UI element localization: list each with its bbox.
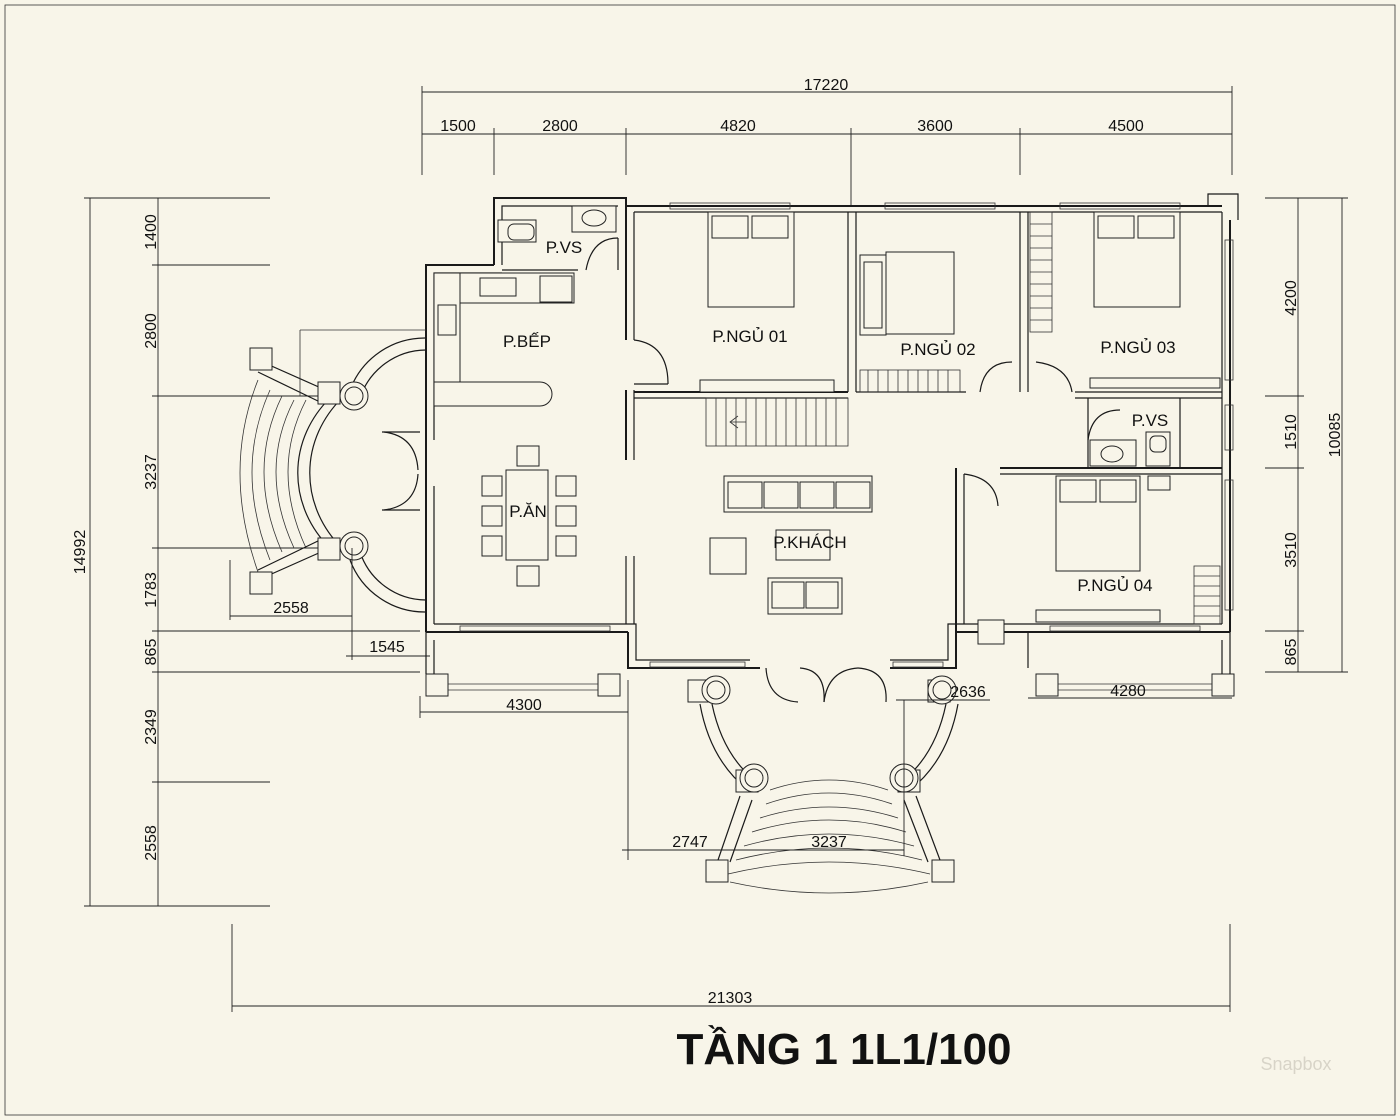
dim-top-5: 4500 — [1108, 118, 1144, 135]
watermark: Snapbox — [1260, 1054, 1331, 1074]
left-dimensions — [84, 197, 420, 907]
dim-front-stair-left: 2747 — [672, 834, 708, 851]
dim-porch-right: 4280 — [1110, 683, 1146, 700]
room-label-living: P.KHÁCH — [773, 533, 846, 552]
bed-02 — [859, 251, 955, 336]
dim-right-3: 3510 — [1283, 532, 1300, 568]
top-dimensions — [421, 86, 1233, 205]
room-label-bedroom-01: P.NGỦ 01 — [712, 327, 787, 346]
bottom-dimensions — [231, 924, 1231, 1012]
dim-right-4: 865 — [1283, 639, 1300, 666]
right-dimensions — [1265, 197, 1348, 673]
kitchen-fixtures — [433, 272, 575, 407]
room-label-wc-top: P.VS — [546, 238, 583, 257]
dim-top-1: 1500 — [440, 118, 476, 135]
dim-left-6: 2349 — [143, 709, 160, 745]
dim-left-5: 865 — [143, 639, 160, 666]
dim-left-4: 1783 — [143, 572, 160, 608]
dim-front-stair-offset: 2636 — [950, 684, 986, 701]
dim-top-total: 17220 — [804, 77, 849, 94]
front-stairs — [622, 675, 990, 894]
living-sofa — [709, 475, 873, 615]
interior-stairs — [705, 211, 1221, 625]
dim-left-stair-offset: 1545 — [369, 639, 405, 656]
dim-right-1: 4200 — [1283, 280, 1300, 316]
dining-table — [481, 445, 577, 587]
dim-bottom-total: 21303 — [708, 990, 753, 1007]
room-label-kitchen: P.BẾP — [503, 332, 551, 351]
dim-left-7: 2558 — [143, 825, 160, 861]
dim-top-2: 2800 — [542, 118, 578, 135]
room-label-bedroom-03: P.NGỦ 03 — [1100, 338, 1175, 357]
dim-left-1: 1400 — [143, 214, 160, 250]
room-label-wc-right: P.VS — [1132, 411, 1169, 430]
windows — [459, 202, 1234, 668]
wc-right-fixtures — [1089, 431, 1171, 467]
dim-right-2: 1510 — [1283, 414, 1300, 450]
dim-left-3: 3237 — [143, 454, 160, 490]
left-porch — [229, 329, 430, 660]
dim-left-2: 2800 — [143, 313, 160, 349]
wc-top-fixtures — [497, 205, 617, 243]
room-label-bedroom-04: P.NGỦ 04 — [1077, 576, 1152, 595]
dim-porch-left: 4300 — [506, 697, 542, 714]
dim-top-4: 3600 — [917, 118, 953, 135]
dim-left-stair-width: 2558 — [273, 600, 309, 617]
drawing-frame — [4, 4, 1396, 1116]
doors — [382, 237, 1121, 703]
plan-title: TẦNG 1 1L1/100 — [676, 1024, 1011, 1074]
bed-01 — [699, 211, 835, 393]
bottom-left-porch — [419, 632, 629, 860]
dim-left-total: 14992 — [72, 530, 89, 575]
room-label-bedroom-02: P.NGỦ 02 — [900, 340, 975, 359]
dim-top-3: 4820 — [720, 118, 756, 135]
dim-front-stair-width: 3237 — [811, 834, 847, 851]
bed-03 — [1089, 211, 1221, 389]
room-label-dining: P.ĂN — [509, 502, 547, 521]
bottom-right-porch — [1028, 632, 1235, 699]
dim-right-total: 10085 — [1327, 413, 1344, 458]
bed-04 — [977, 475, 1171, 645]
